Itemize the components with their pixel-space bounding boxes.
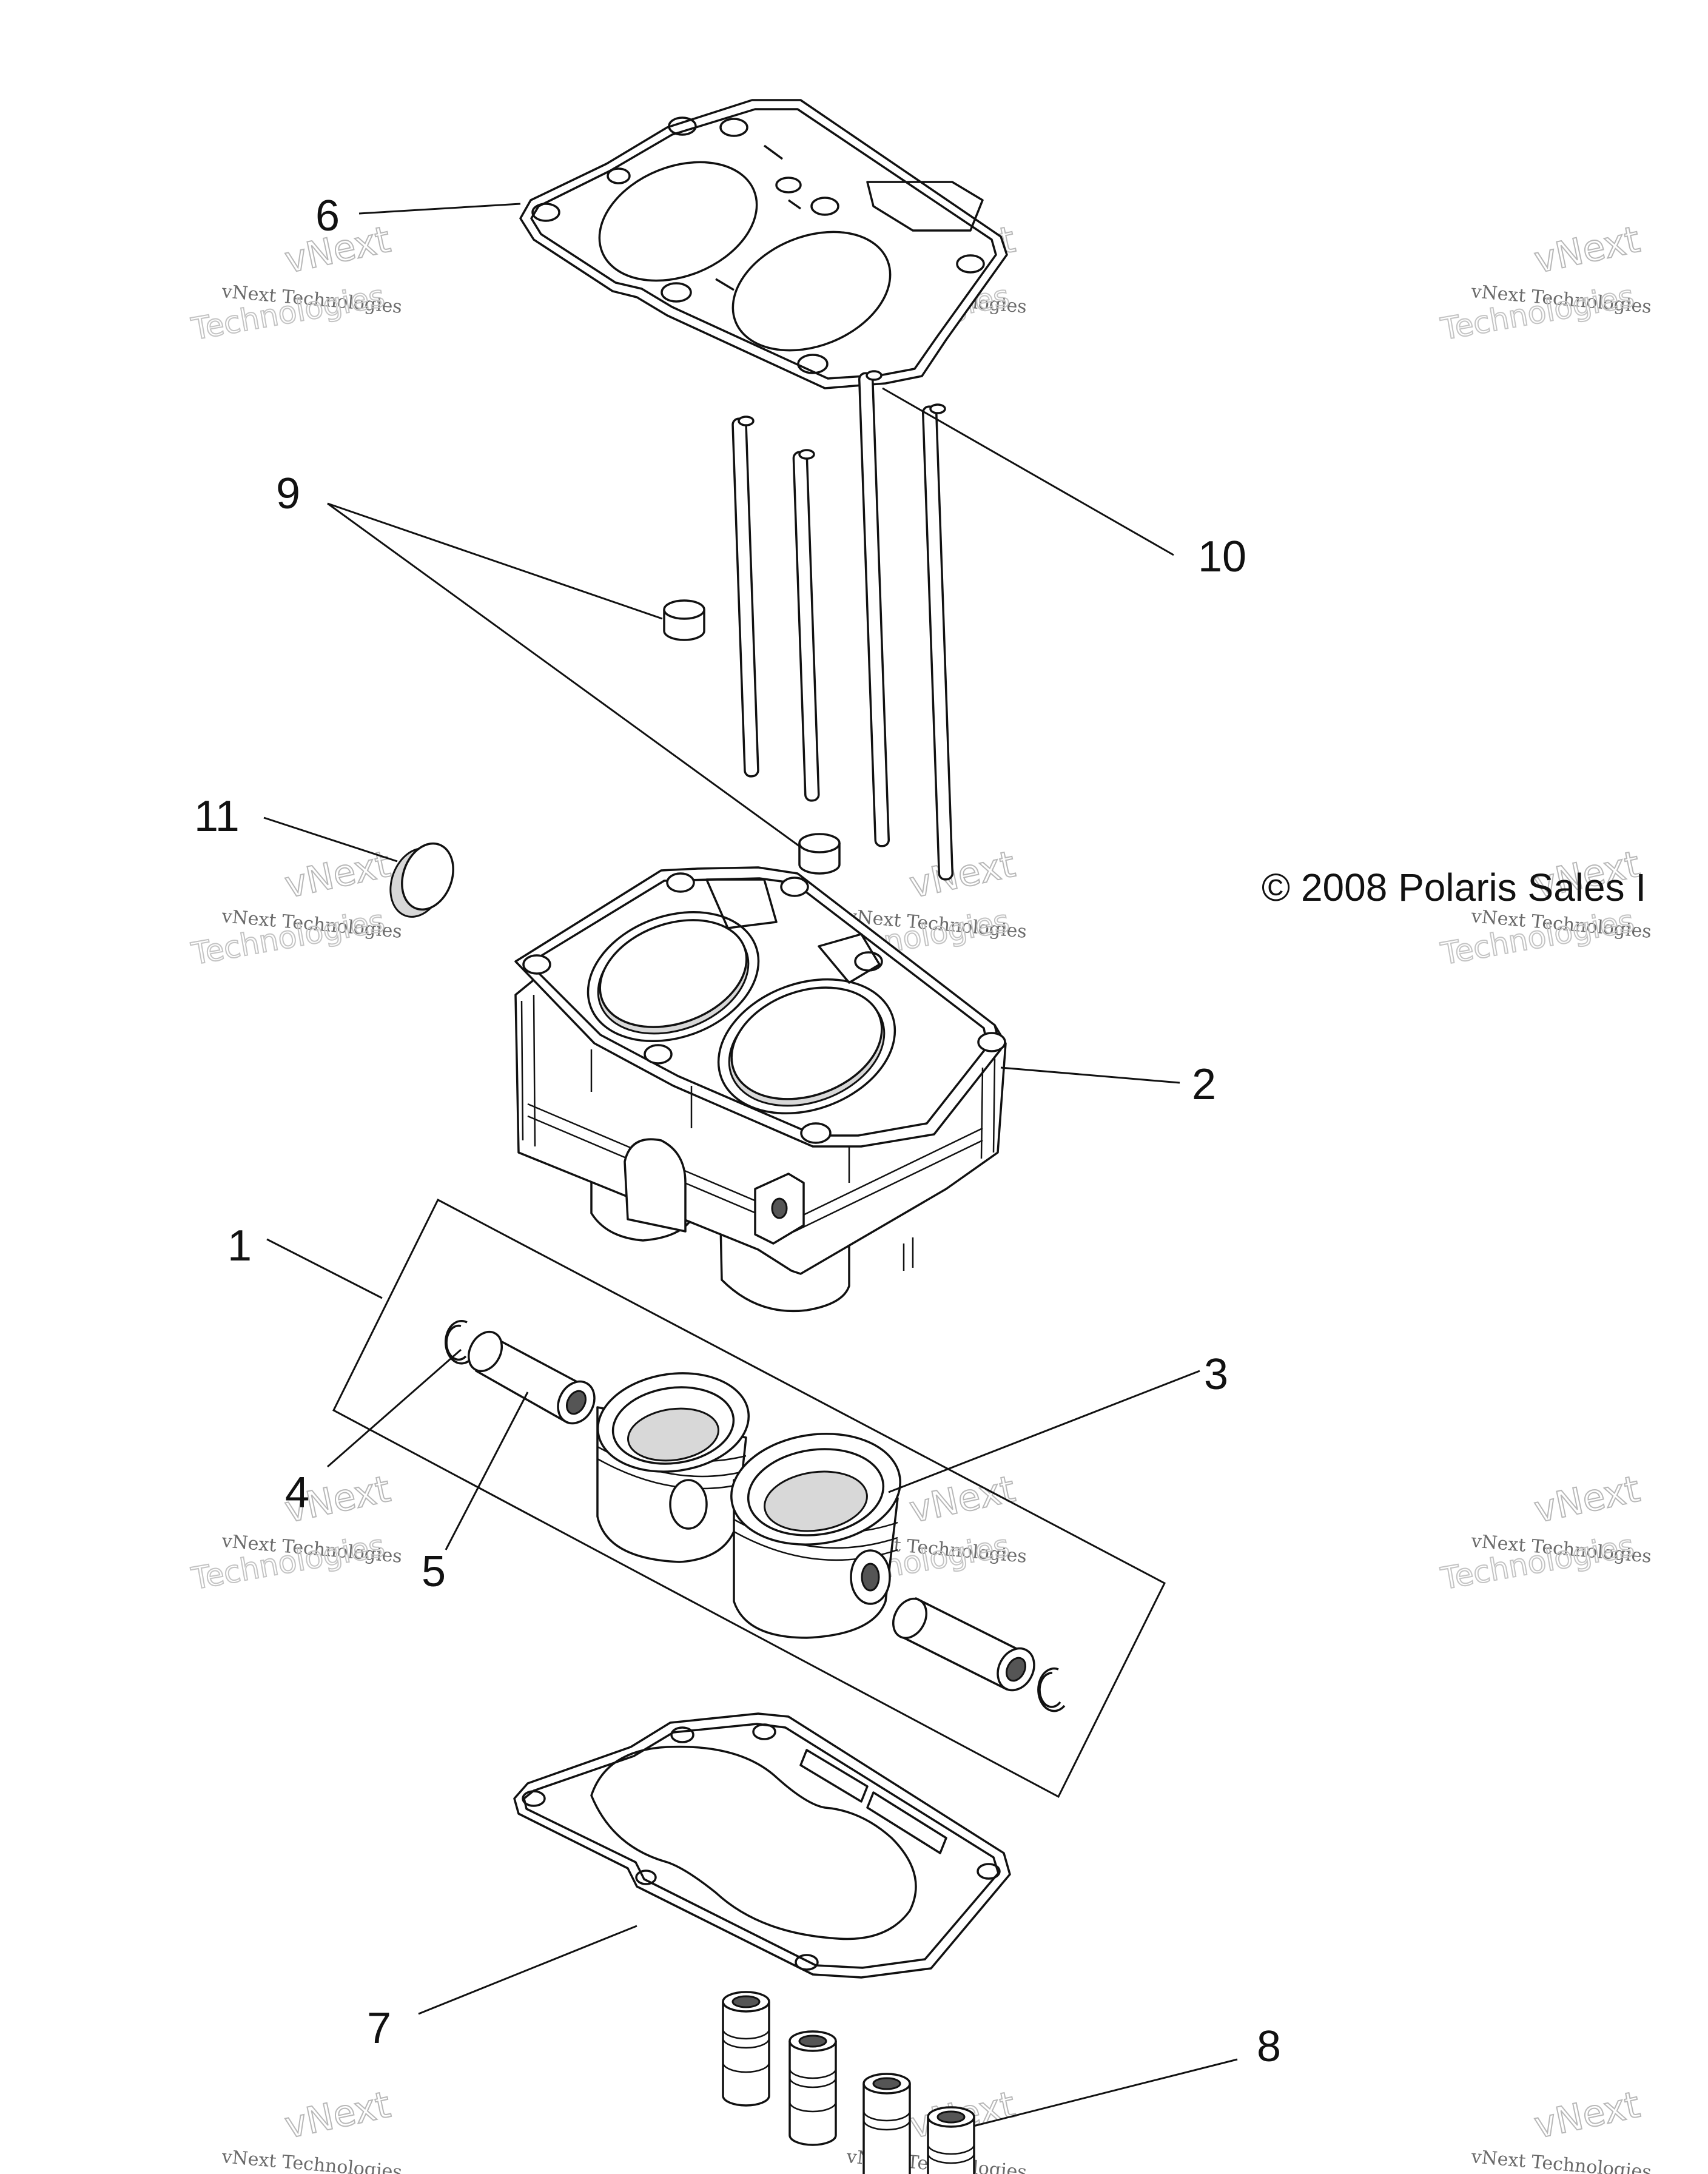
leader-line-6 xyxy=(358,203,521,215)
dowel-pins xyxy=(663,599,841,875)
callout-9[interactable]: 9 xyxy=(276,469,300,518)
dowel-bushings xyxy=(722,1991,975,2174)
leader-line-10 xyxy=(882,387,1174,556)
callout-5[interactable]: 5 xyxy=(422,1547,446,1596)
wrist-pin-left xyxy=(468,1331,596,1425)
callout-3[interactable]: 3 xyxy=(1204,1350,1228,1399)
callout-6[interactable]: 6 xyxy=(315,192,340,240)
svg-text:vNext: vNext xyxy=(1531,218,1644,282)
callout-2[interactable]: 2 xyxy=(1192,1060,1216,1109)
leader-line-5 xyxy=(445,1392,529,1550)
leader-line-9a xyxy=(327,502,663,620)
leader-line-4 xyxy=(327,1348,462,1468)
callout-4[interactable]: 4 xyxy=(285,1469,309,1517)
copyright-notice: © 2008 Polaris Sales I xyxy=(1262,866,1646,909)
watermark: vNext vNext Technologies Technologies xyxy=(188,843,403,972)
leader-line-9b xyxy=(327,502,800,847)
piston-right xyxy=(730,1433,901,1639)
piston-kit-outline xyxy=(332,1198,1166,1799)
callout-10[interactable]: 10 xyxy=(1198,533,1246,581)
watermark: vNext vNext Technologies Technologies xyxy=(1437,218,1652,348)
leader-line-8 xyxy=(973,2058,1238,2127)
callout-7[interactable]: 7 xyxy=(367,2004,391,2053)
callout-1[interactable]: 1 xyxy=(227,1222,252,1270)
leader-line-3 xyxy=(888,1370,1200,1493)
leader-line-11 xyxy=(263,816,398,863)
svg-text:vNext: vNext xyxy=(906,843,1019,907)
svg-text:vNext: vNext xyxy=(281,2084,394,2147)
wrist-pin-right xyxy=(892,1597,1035,1692)
cylinder-block xyxy=(514,866,1007,1313)
svg-text:vNext Technologies: vNext Technologies xyxy=(220,2146,403,2174)
leader-line-2 xyxy=(1000,1066,1180,1084)
callout-11[interactable]: 11 xyxy=(194,792,240,841)
cylinder-studs xyxy=(731,370,954,881)
svg-text:vNext: vNext xyxy=(281,843,394,907)
svg-text:vNext: vNext xyxy=(1531,2084,1644,2147)
svg-text:vNext: vNext xyxy=(1531,1468,1644,1532)
watermark: vNext vNext Technologies Technologies xyxy=(1437,1467,1652,1597)
head-gasket-top xyxy=(519,99,1008,389)
plug-cap xyxy=(389,842,454,918)
circlip-left xyxy=(445,1320,471,1365)
leader-line-7 xyxy=(418,1925,637,2015)
circlip-right xyxy=(1037,1667,1066,1712)
svg-text:vNext Technologies: vNext Technologies xyxy=(1470,2146,1652,2174)
base-gasket xyxy=(513,1712,1011,1979)
watermark: vNext vNext Technologies xyxy=(1470,2083,1652,2174)
leader-line-1 xyxy=(266,1238,383,1299)
callout-8[interactable]: 8 xyxy=(1257,2022,1281,2071)
watermark: vNext vNext Technologies xyxy=(220,2083,403,2174)
watermark: vNext vNext Technologies Technologies xyxy=(188,218,403,348)
piston-left xyxy=(596,1372,750,1563)
